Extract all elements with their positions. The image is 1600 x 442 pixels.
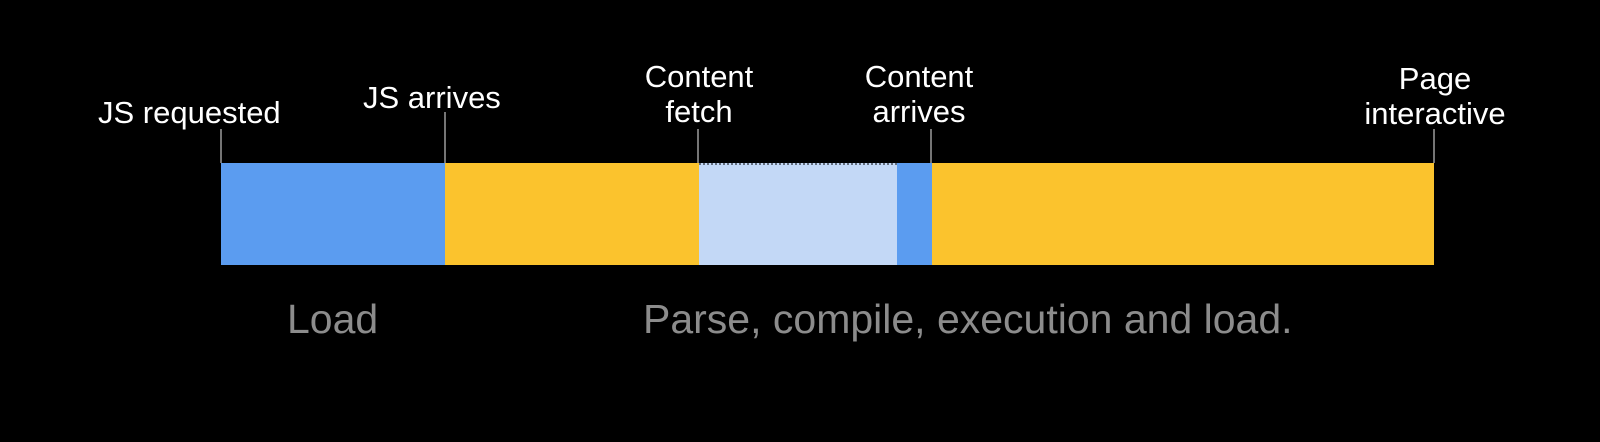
segment-parse-compile-2 — [932, 163, 1434, 265]
segment-js-download — [221, 163, 445, 265]
milestone-label-content-fetch: Content fetch — [644, 59, 754, 129]
segment-content-fetch — [699, 163, 897, 265]
milestone-label-content-arrives: Content arrives — [864, 59, 974, 129]
tick-js-requested — [220, 129, 222, 163]
tick-page-interactive — [1433, 129, 1435, 163]
segment-parse-compile-1 — [445, 163, 699, 265]
segment-content-arrive — [897, 163, 932, 265]
milestone-label-js-arrives: JS arrives — [363, 80, 501, 115]
phase-label-parse-compile: Parse, compile, execution and load. — [643, 296, 1293, 342]
timeline-bar — [221, 163, 1434, 265]
tick-js-arrives — [444, 112, 446, 163]
phase-label-load: Load — [287, 296, 379, 342]
tick-content-arrives — [930, 129, 932, 163]
tick-content-fetch — [697, 129, 699, 163]
milestone-label-page-interactive: Page interactive — [1364, 61, 1506, 131]
milestone-label-js-requested: JS requested — [98, 95, 281, 130]
